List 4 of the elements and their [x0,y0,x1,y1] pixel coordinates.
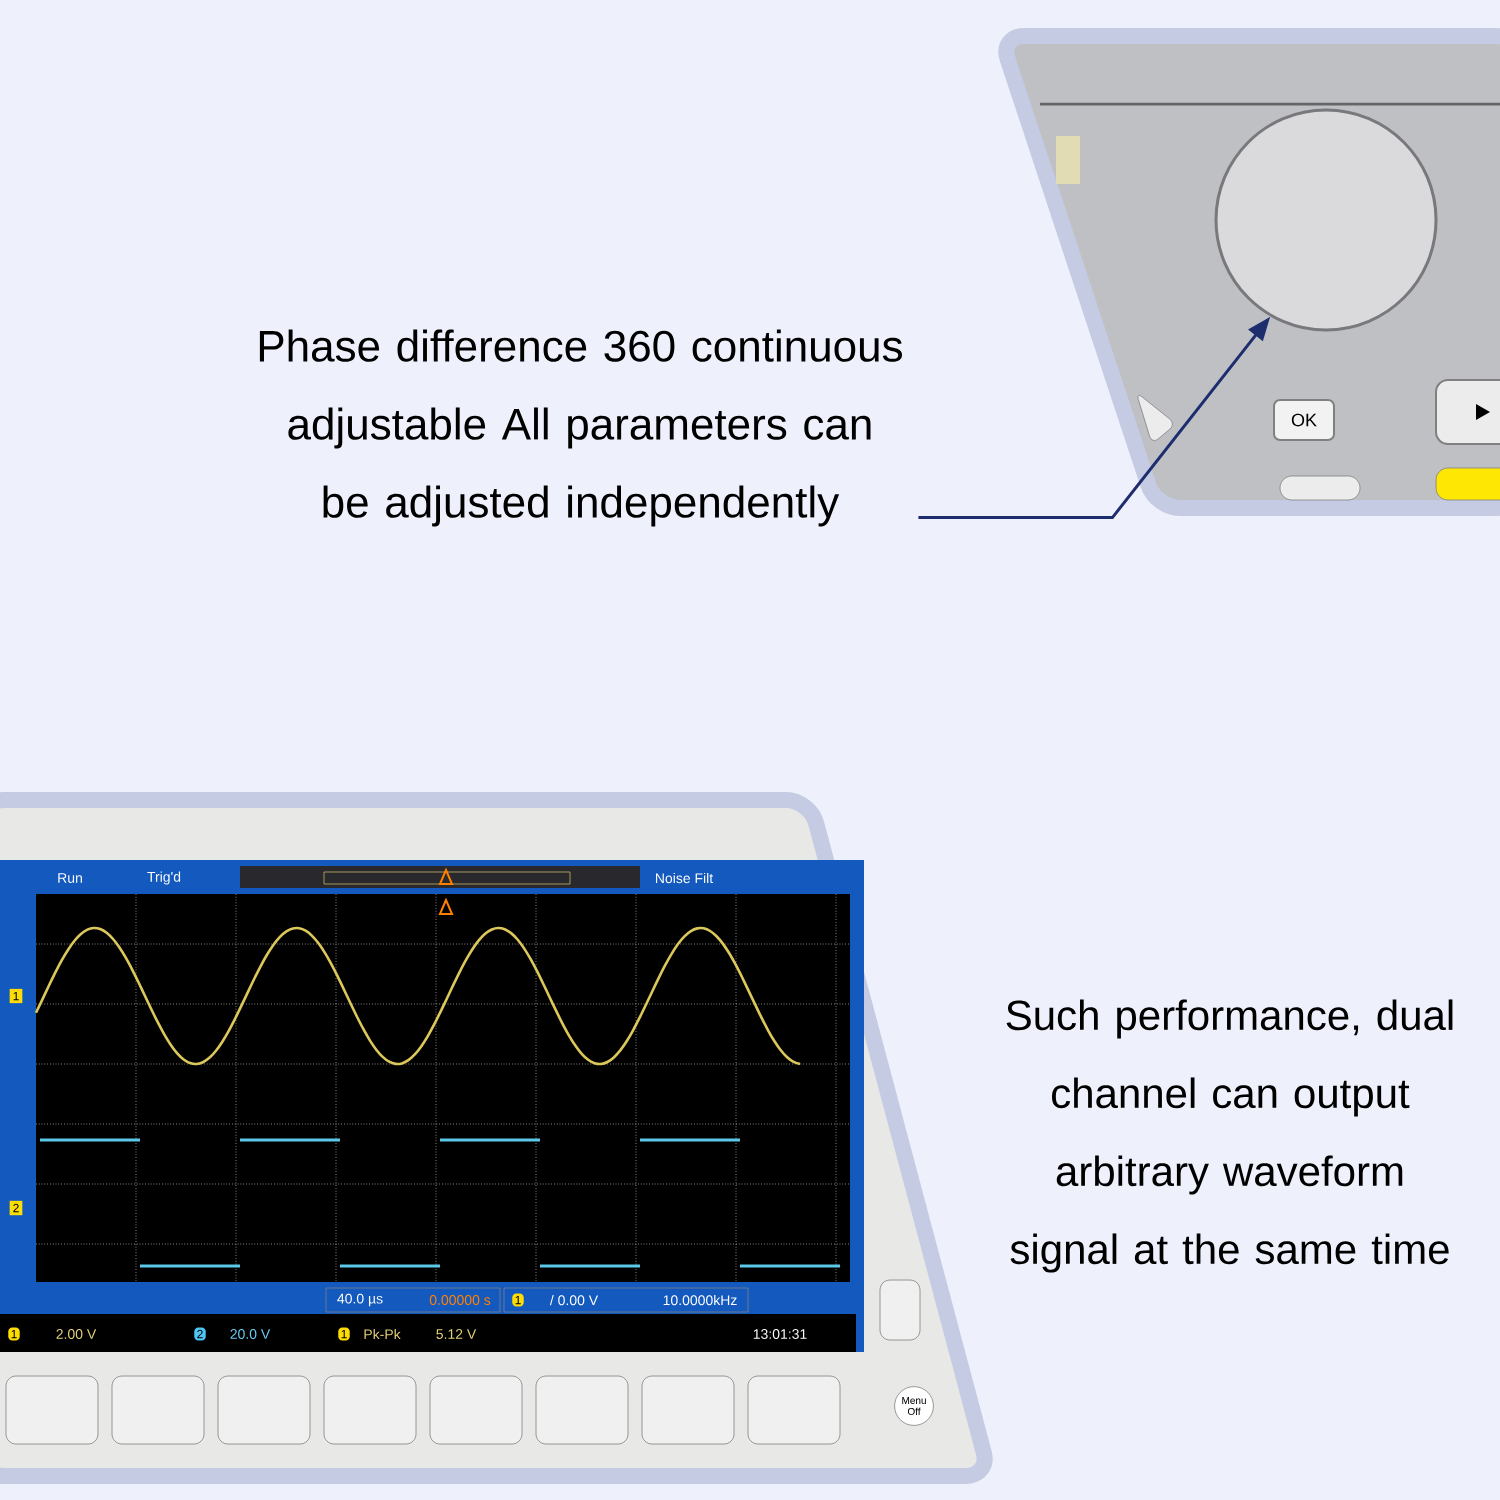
knob [1214,108,1438,332]
ok-button: OK [1273,399,1335,441]
description-text: Phase difference 360 continuous adjustable All parameters can be adjusted independently [259,329,902,527]
description-text: Such performance, dual channel can output arbitrary waveform signal at the same time [1006,999,1453,1273]
